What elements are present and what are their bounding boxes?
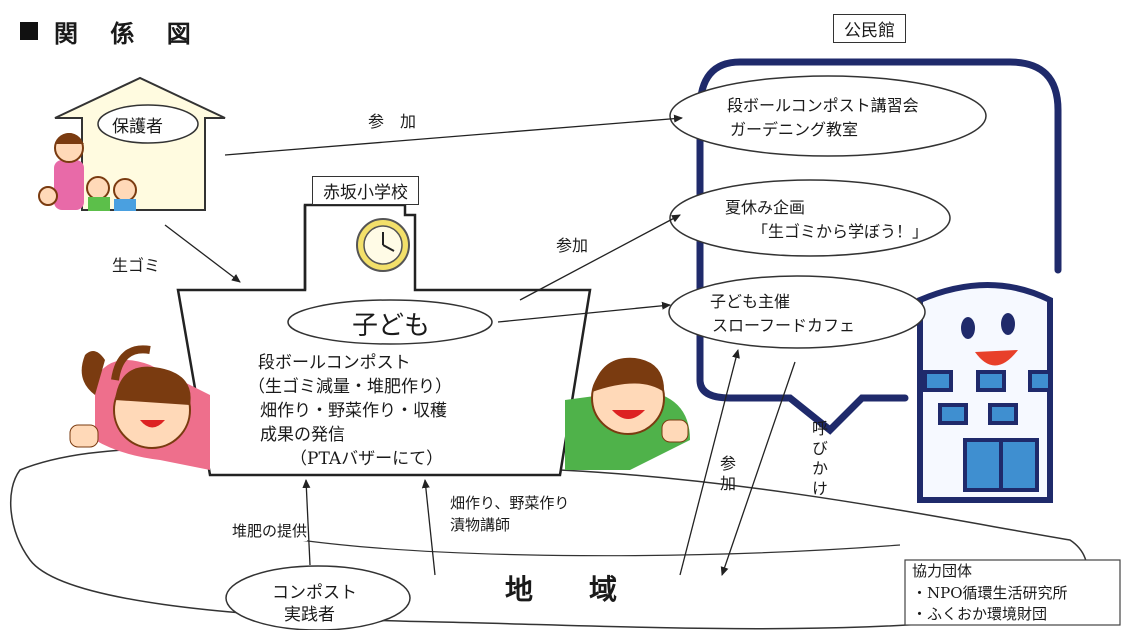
activity-line-4: 成果の発信 — [260, 425, 345, 445]
activity-line-5: （PTAバザーにて） — [290, 449, 444, 469]
girl-illustration — [69, 345, 210, 470]
arrow-cafe-to-community — [720, 361, 796, 576]
event-2-line-1: 夏休み企画 — [725, 198, 806, 217]
kodomo-ellipse — [287, 299, 493, 345]
boy-illustration — [565, 357, 690, 470]
activity-line-1: 段ボールコンポスト — [258, 353, 411, 373]
arrow-label-taihi: 堆肥の提供 — [232, 520, 308, 541]
chiiki-label: 地 域 — [505, 573, 618, 606]
community-center-building — [917, 282, 1053, 503]
event-2-line-2: 「生ゴミから学ぼう！」 — [752, 222, 929, 241]
event-3-line-1: 子ども主催 — [710, 292, 791, 311]
arrow-parent-to-lecture — [224, 114, 683, 156]
title-square-icon — [20, 22, 38, 40]
community-inner-curve — [299, 539, 901, 557]
arrow-label-namagomi: 生ゴミ — [112, 256, 161, 275]
activity-line-2: （生ゴミ減量・堆肥作り） — [248, 377, 452, 397]
partner-item-2: ・ふくおか環境財団 — [912, 605, 1048, 623]
arrow-label-yobikake: 呼びかけ — [809, 420, 828, 500]
arrow-community-to-cafe — [679, 349, 740, 576]
arrow-compost-to-school — [302, 479, 311, 566]
event-ellipse-2 — [669, 179, 951, 257]
kodomo-label: 子ども — [352, 311, 431, 341]
arrow-label-sanka-3: 参加 — [717, 455, 736, 495]
parent-children-illustration — [38, 133, 137, 211]
hogosha-ellipse — [97, 104, 199, 144]
event-3-line-2: スローフードカフェ — [712, 316, 856, 335]
arrow-label-hatake-2: 漬物講師 — [450, 516, 511, 534]
hogosha-label: 保護者 — [112, 117, 163, 137]
clock-icon — [356, 218, 410, 272]
akasaka-label: 赤坂小学校 — [312, 176, 419, 205]
arrow-label-sanka-2: 参加 — [556, 236, 589, 255]
event-ellipse-1 — [669, 75, 987, 157]
arrow-parent-to-school — [164, 224, 241, 283]
page-title: 関 係 図 — [54, 20, 203, 48]
arrow-kodomo-to-cafe — [497, 301, 671, 323]
partner-item-1: ・NPO循環生活研究所 — [912, 584, 1068, 602]
compost-label-1: コンポスト — [272, 583, 357, 603]
arrow-school-to-summer — [519, 214, 681, 301]
kouminkan-label: 公民館 — [833, 14, 906, 43]
compost-ellipse — [225, 565, 411, 630]
partners-heading: 協力団体 — [912, 562, 973, 580]
event-1-line-1: 段ボールコンポスト講習会 — [727, 96, 919, 115]
compost-label-2: 実践者 — [284, 605, 335, 625]
event-ellipse-3 — [668, 275, 926, 349]
arrow-label-sanka-1: 参 加 — [368, 112, 417, 131]
arrow-label-hatake-1: 畑作り、野菜作り — [450, 494, 570, 512]
activity-line-3: 畑作り・野菜作り・収穫 — [260, 401, 447, 421]
partners-box — [904, 559, 1121, 626]
event-1-line-2: ガーデニング教室 — [730, 120, 859, 139]
arrow-community-to-school — [421, 479, 436, 576]
